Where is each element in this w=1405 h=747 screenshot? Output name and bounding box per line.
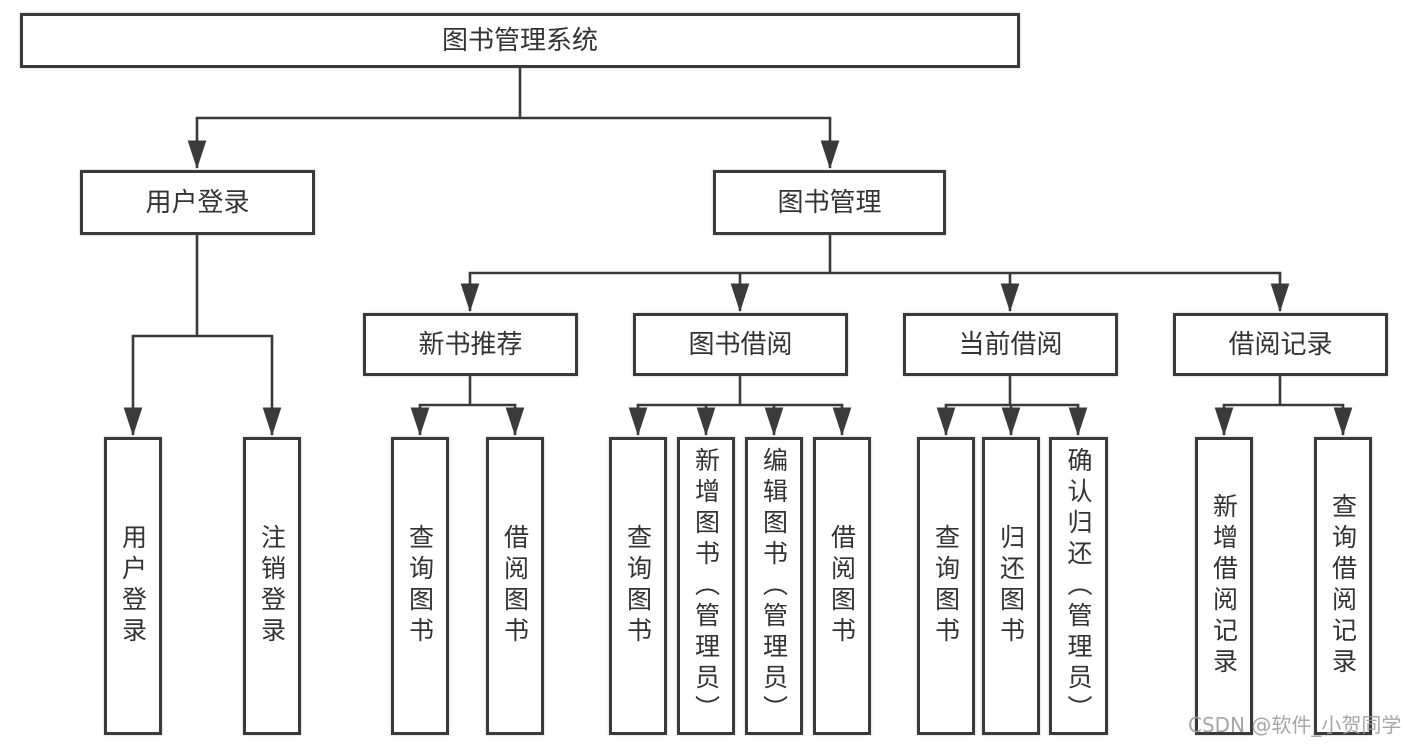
leaf-query-book-3: 查询图书: [917, 437, 975, 735]
leaf-edit-book-admin-label: 编辑图书（管理员）: [759, 446, 789, 726]
leaf-return-book: 归还图书: [982, 437, 1040, 735]
node-borrow-record: 借阅记录: [1173, 313, 1388, 376]
node-current-borrow-label: 当前借阅: [958, 329, 1063, 360]
leaf-query-borrow-record: 查询借阅记录: [1314, 437, 1372, 735]
leaf-query-book-1-label: 查询图书: [405, 524, 435, 648]
node-book-borrow-label: 图书借阅: [688, 329, 793, 360]
leaf-user-login: 用户登录: [104, 437, 162, 735]
leaf-return-book-label: 归还图书: [996, 524, 1026, 648]
leaf-query-borrow-record-label: 查询借阅记录: [1328, 493, 1358, 679]
leaf-edit-book-admin: 编辑图书（管理员）: [745, 437, 803, 735]
node-new-book-recommend: 新书推荐: [363, 313, 578, 376]
leaf-confirm-return-admin-label: 确认归还（管理员）: [1064, 446, 1093, 726]
leaf-add-borrow-record-label: 新增借阅记录: [1209, 493, 1239, 679]
leaf-confirm-return-admin: 确认归还（管理员）: [1049, 437, 1108, 735]
csdn-watermark: CSDN @软件_小贺同学: [1188, 713, 1402, 737]
node-borrow-record-label: 借阅记录: [1228, 329, 1333, 360]
leaf-user-login-label: 用户登录: [118, 524, 148, 648]
leaf-query-book-1: 查询图书: [391, 437, 449, 735]
node-book-borrow: 图书借阅: [633, 313, 848, 376]
connector-arrows: [123, 118, 1353, 437]
leaf-add-book-admin-label: 新增图书（管理员）: [691, 446, 721, 726]
leaf-query-book-3-label: 查询图书: [931, 524, 961, 648]
node-book-management-label: 图书管理: [777, 187, 882, 218]
leaf-borrow-book-2: 借阅图书: [813, 437, 871, 735]
leaf-add-book-admin: 新增图书（管理员）: [677, 437, 735, 735]
leaf-add-borrow-record: 新增借阅记录: [1195, 437, 1253, 735]
leaf-logout-login: 注销登录: [243, 437, 301, 735]
node-root: 图书管理系统: [20, 13, 1020, 68]
node-user-login: 用户登录: [80, 170, 315, 235]
leaf-query-book-2: 查询图书: [609, 437, 667, 735]
leaf-query-book-2-label: 查询图书: [623, 524, 653, 648]
leaf-borrow-book-1: 借阅图书: [486, 437, 544, 735]
leaf-logout-login-label: 注销登录: [257, 524, 287, 648]
leaf-borrow-book-2-label: 借阅图书: [827, 524, 857, 648]
leaf-borrow-book-1-label: 借阅图书: [500, 524, 530, 648]
node-current-borrow: 当前借阅: [903, 313, 1118, 376]
node-book-management: 图书管理: [713, 170, 946, 235]
node-new-book-recommend-label: 新书推荐: [418, 329, 523, 360]
node-root-label: 图书管理系统: [441, 25, 598, 56]
node-user-login-label: 用户登录: [145, 187, 250, 218]
